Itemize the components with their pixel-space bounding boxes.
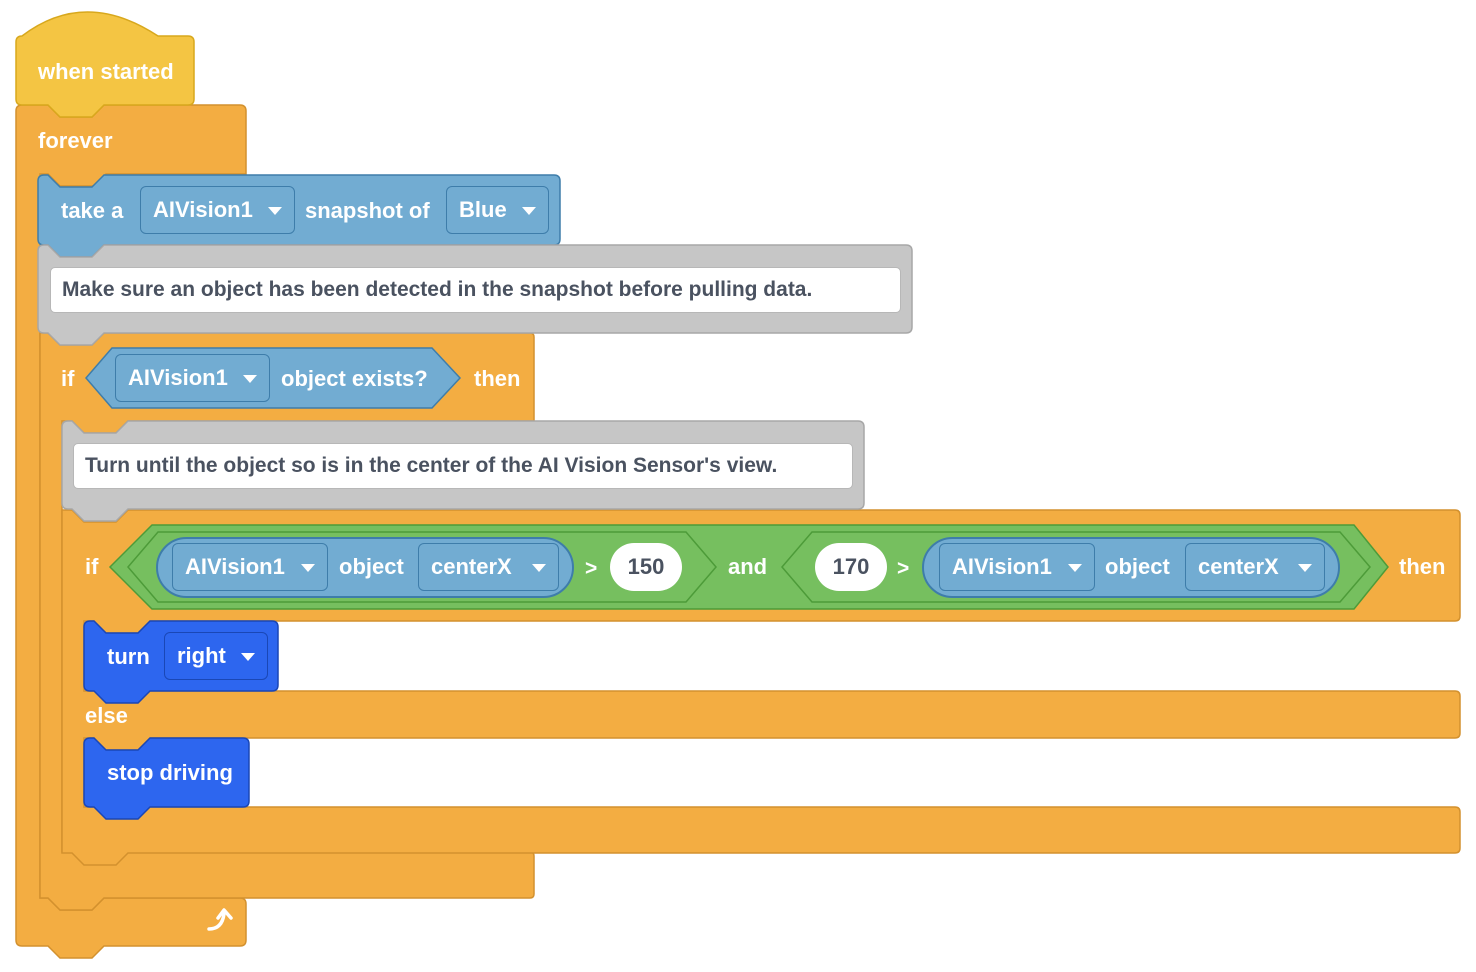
left-property-dropdown[interactable]: centerX (418, 543, 559, 591)
right-operator: > (897, 557, 910, 580)
snapshot-sensor-value: AIVision1 (153, 197, 253, 222)
right-property-dropdown[interactable]: centerX (1185, 543, 1325, 591)
chevron-down-icon (268, 207, 282, 215)
forever-label: forever (38, 128, 113, 153)
exists-sensor-value: AIVision1 (128, 365, 228, 390)
exists-sensor-dropdown[interactable]: AIVision1 (115, 354, 270, 402)
snapshot-sensor-dropdown[interactable]: AIVision1 (140, 186, 295, 234)
comment-text-2-value: Turn until the object so is in the cente… (85, 454, 778, 477)
right-object-label: object (1105, 554, 1170, 579)
chevron-down-icon (522, 207, 536, 215)
left-object-label: object (339, 554, 404, 579)
left-operator: > (585, 557, 598, 580)
chevron-down-icon (1068, 564, 1082, 572)
then-label: then (1399, 554, 1446, 579)
right-sensor-value: AIVision1 (952, 554, 1052, 579)
value-input-170[interactable]: 170 (815, 543, 887, 591)
comment-text-1-value: Make sure an object has been detected in… (62, 278, 813, 301)
object-exists-label: object exists? (281, 366, 428, 391)
turn-direction-dropdown[interactable]: right (164, 632, 268, 680)
if-label: if (61, 366, 75, 391)
chevron-down-icon (301, 564, 315, 572)
chevron-down-icon (243, 375, 257, 383)
turn-direction-value: right (177, 643, 226, 668)
right-property-value: centerX (1198, 554, 1279, 579)
and-label: and (728, 554, 768, 579)
comment-text-2[interactable]: Turn until the object so is in the cente… (73, 443, 853, 489)
value-170: 170 (832, 554, 870, 579)
when-started-block[interactable] (15, 11, 195, 118)
turn-label: turn (107, 644, 150, 669)
snapshot-take-label: take a (61, 198, 124, 223)
right-sensor-dropdown[interactable]: AIVision1 (939, 543, 1095, 591)
left-sensor-value: AIVision1 (185, 554, 285, 579)
loop-arrow-icon (207, 908, 233, 931)
then-label: then (474, 366, 521, 391)
left-sensor-dropdown[interactable]: AIVision1 (172, 543, 328, 591)
value-input-150[interactable]: 150 (610, 543, 682, 591)
else-label: else (85, 703, 128, 728)
if-label: if (85, 554, 99, 579)
stop-driving-label: stop driving (107, 760, 233, 785)
snapshot-signature-value: Blue (459, 197, 507, 222)
stop-driving-block[interactable] (83, 737, 250, 820)
value-150: 150 (627, 554, 665, 579)
left-property-value: centerX (431, 554, 512, 579)
comment-text-1[interactable]: Make sure an object has been detected in… (50, 267, 901, 313)
snapshot-signature-dropdown[interactable]: Blue (446, 186, 549, 234)
when-started-label: when started (38, 59, 174, 84)
snapshot-of-label: snapshot of (305, 198, 430, 223)
chevron-down-icon (241, 653, 255, 661)
chevron-down-icon (1298, 564, 1312, 572)
chevron-down-icon (532, 564, 546, 572)
